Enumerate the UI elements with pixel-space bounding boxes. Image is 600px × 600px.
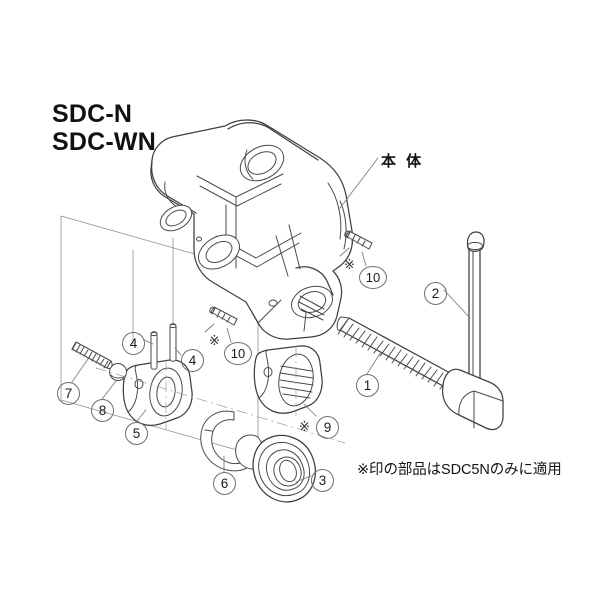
callout-4-a: 4 — [122, 332, 145, 355]
part-retaining-ring — [200, 410, 258, 472]
callout-10-b: 10 — [224, 342, 252, 365]
kome-mark-10-b: ※ — [209, 333, 220, 348]
model-name-sdc-n: SDC-N — [52, 100, 133, 128]
kome-mark-9: ※ — [299, 419, 310, 434]
callout-9: 9 — [316, 416, 339, 439]
callout-3: 3 — [311, 469, 334, 492]
part-dowel-pin-a — [150, 331, 158, 370]
diagram-title: SDC-N SDC-WN — [52, 100, 156, 156]
part-cylindrical-housing — [122, 359, 193, 426]
kome-mark-10-a: ※ — [344, 257, 355, 272]
main-body-clamp — [150, 119, 354, 340]
callout-8: 8 — [91, 399, 114, 422]
callout-7: 7 — [57, 382, 80, 405]
part-dowel-pin-b — [169, 323, 177, 362]
part-set-screw — [71, 341, 113, 369]
callout-2: 2 — [424, 282, 447, 305]
projection-construction-lines — [60, 215, 259, 457]
part-spring-pin-b — [209, 306, 238, 326]
part-steel-ball — [109, 363, 127, 381]
part-spring-pin-a — [344, 230, 373, 250]
callout-5: 5 — [125, 422, 148, 445]
model-name-sdc-wn: SDC-WN — [52, 128, 156, 156]
callout-6: 6 — [213, 472, 236, 495]
main-body-label: 本 体 — [381, 153, 425, 170]
callout-1: 1 — [356, 374, 379, 397]
callout-4-b: 4 — [181, 349, 204, 372]
part-knob-pad — [235, 434, 316, 503]
part-threaded-bushing — [253, 345, 323, 414]
part-handle-rod — [466, 231, 485, 395]
part-threaded-screw-shaft — [336, 316, 504, 431]
callout-10-a: 10 — [359, 266, 387, 289]
footnote-text: ※印の部品はSDC5Nのみに適用 — [357, 462, 562, 478]
